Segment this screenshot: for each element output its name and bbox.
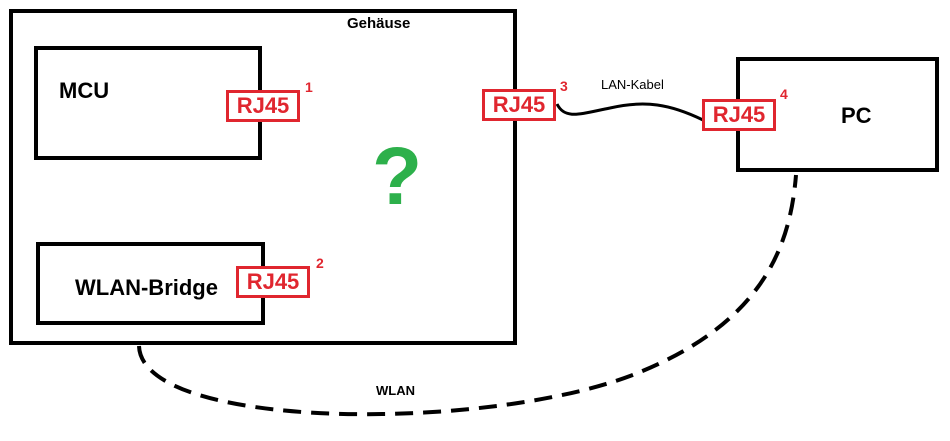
rj45-port-1: RJ45: [226, 90, 300, 122]
wlan-label: WLAN: [376, 383, 415, 398]
port-number-3: 3: [560, 78, 568, 94]
lan-cable-line: [555, 102, 704, 122]
housing-box: [9, 9, 517, 345]
lan-cable-label: LAN-Kabel: [601, 77, 664, 92]
wlan-bridge-label: WLAN-Bridge: [75, 275, 218, 300]
port-number-2: 2: [316, 255, 324, 271]
mcu-label: MCU: [59, 78, 110, 103]
pc-label: PC: [841, 103, 872, 128]
port-number-1: 1: [305, 79, 313, 95]
rj45-port-2: RJ45: [236, 266, 310, 298]
housing-label: Gehäuse: [347, 15, 411, 32]
wlan-link-line: [137, 174, 798, 417]
port-number-4: 4: [780, 86, 788, 102]
question-mark: ?: [372, 131, 423, 222]
rj45-port-3: RJ45: [482, 89, 556, 121]
rj45-port-4: RJ45: [702, 99, 776, 131]
